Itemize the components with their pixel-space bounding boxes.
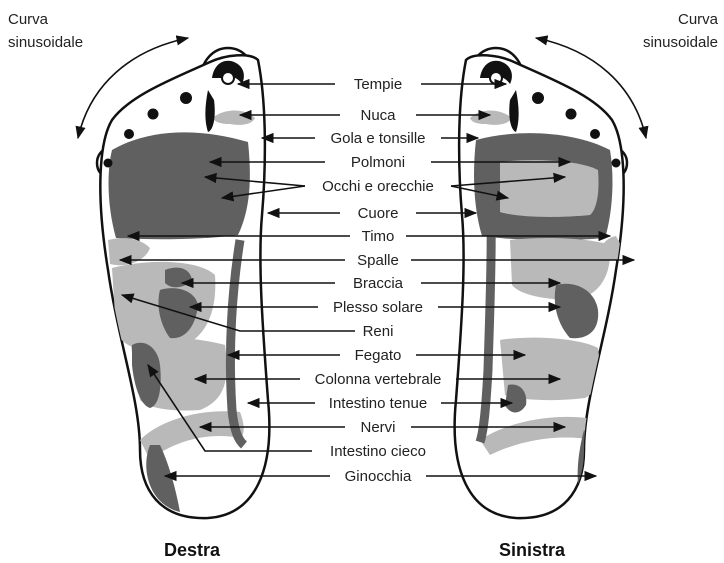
corner-caption-right-line1: Curva (678, 11, 719, 28)
label-intestino-cieco: Intestino cieco (330, 443, 426, 460)
label-reni: Reni (363, 323, 394, 340)
label-occhi-e-orecchie: Occhi e orecchie (322, 178, 434, 195)
label-spalle: Spalle (357, 252, 399, 269)
label-colonna-vertebrale: Colonna vertebrale (315, 371, 442, 388)
foot-name-left-foot: Sinistra (499, 540, 566, 560)
label-braccia: Braccia (353, 275, 404, 292)
corner-caption-right-line2: sinusoidale (643, 34, 718, 51)
foot-name-right-foot: Destra (164, 540, 221, 560)
zone-labels: Tempie Nuca Gola e tonsille Polmoni Occh… (315, 76, 442, 485)
corner-caption-left-line2: sinusoidale (8, 34, 83, 51)
corner-caption-left-line1: Curva (8, 11, 49, 28)
label-polmoni: Polmoni (351, 154, 405, 171)
label-intestino-tenue: Intestino tenue (329, 395, 427, 412)
label-fegato: Fegato (355, 347, 402, 364)
label-plesso-solare: Plesso solare (333, 299, 423, 316)
label-cuore: Cuore (358, 205, 399, 222)
label-nuca: Nuca (360, 107, 396, 124)
label-gola-e-tonsille: Gola e tonsille (330, 130, 425, 147)
label-nervi: Nervi (360, 419, 395, 436)
label-timo: Timo (362, 228, 395, 245)
label-ginocchia: Ginocchia (345, 468, 412, 485)
label-tempie: Tempie (354, 76, 402, 93)
